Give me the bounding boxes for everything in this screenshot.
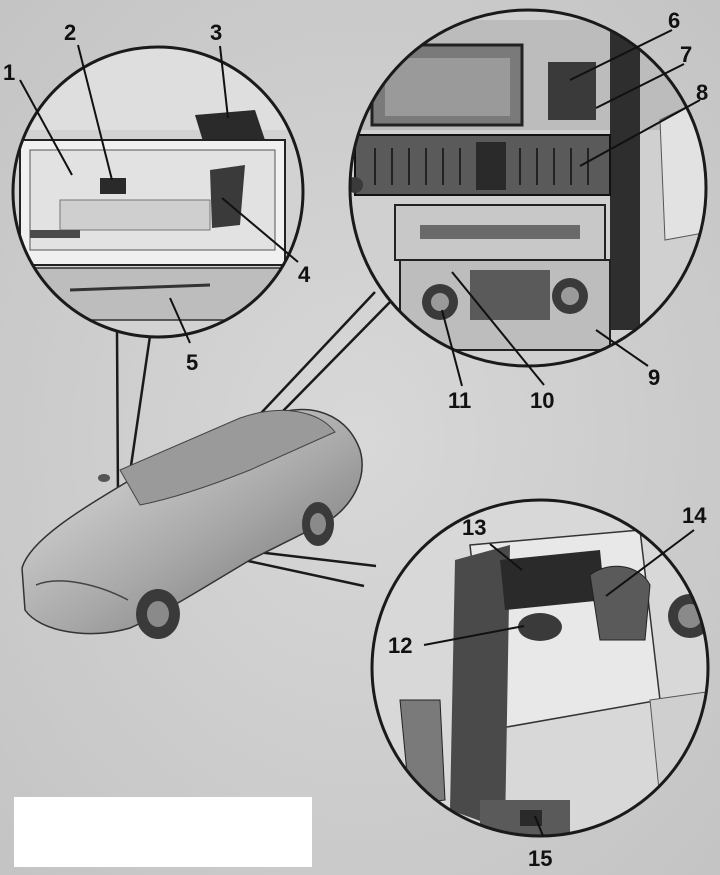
callout-5: 5 xyxy=(186,350,198,375)
callout-3: 3 xyxy=(210,20,222,45)
callout-labels: 1 2 3 4 5 6 7 8 9 10 11 12 13 14 15 xyxy=(3,8,708,871)
callout-2: 2 xyxy=(64,20,76,45)
callout-7: 7 xyxy=(680,42,692,67)
callout-10: 10 xyxy=(530,388,554,413)
callout-12: 12 xyxy=(388,633,412,658)
callout-14: 14 xyxy=(682,503,707,528)
callout-8: 8 xyxy=(696,80,708,105)
blank-label-box xyxy=(14,797,312,867)
callout-13: 13 xyxy=(462,515,486,540)
callout-11: 11 xyxy=(448,388,471,413)
dashboard-detail-circle xyxy=(348,8,708,368)
callout-4: 4 xyxy=(298,262,311,287)
callout-1: 1 xyxy=(3,60,15,85)
callout-leaders xyxy=(19,29,701,837)
callout-9: 9 xyxy=(648,365,660,390)
callout-6: 6 xyxy=(668,8,680,33)
callout-15: 15 xyxy=(528,846,552,871)
console-detail-circle xyxy=(370,498,710,838)
car-illustration xyxy=(21,408,363,639)
